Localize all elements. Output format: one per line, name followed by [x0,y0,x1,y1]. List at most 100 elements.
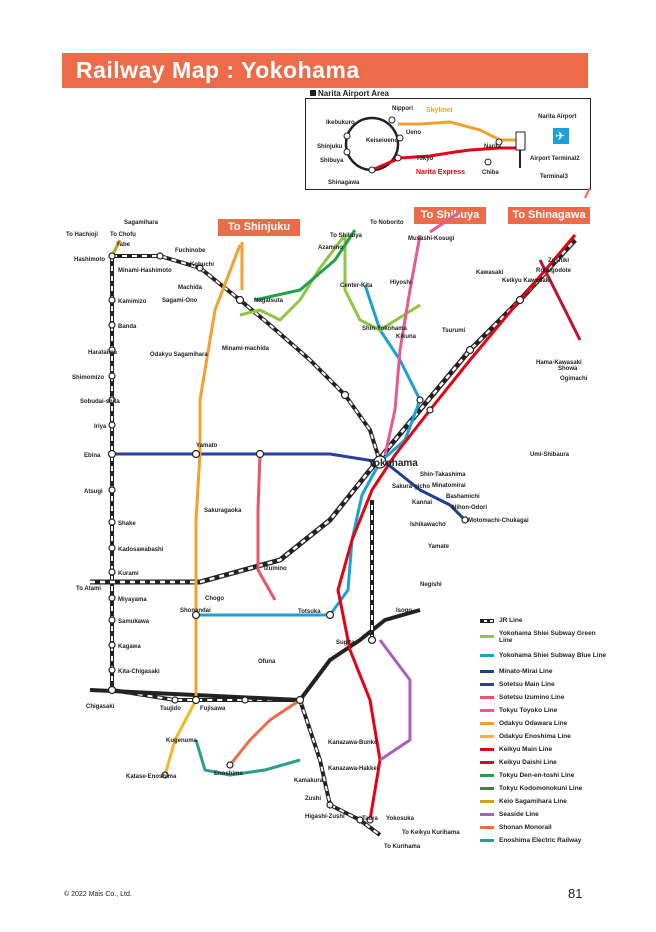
station-fuchinobe: Fuchinobe [175,248,206,254]
station-yokohama: Yokohama [368,458,418,469]
jr-sagami-chigasaki [110,256,300,702]
station-kamakura: Kamakura [294,778,324,784]
legend-swatch [480,635,494,638]
station-isogo: Isogo [396,608,412,614]
legend-swatch [480,813,494,816]
jr-tokaido-line [90,238,577,585]
legend-item: Shonan Monorail [480,821,610,834]
legend-item: Seaside Line [480,808,610,821]
sotetsu-izumino-line [256,453,277,601]
green-line [239,234,347,322]
station-samukawa: Samukawa [118,619,150,625]
station-ogimachi: Ogimachi [560,376,588,382]
station-kikuna: Kikuna [396,334,417,340]
inset-station-shinjuku: Shinjuku [317,144,343,150]
station-to-noborito: To Noborito [370,220,404,226]
narita-inset [305,98,591,190]
station-sugita: Sugita [336,640,355,646]
legend-item: Enoshima Electric Railway [480,834,610,847]
legend-swatch [480,800,494,803]
station-tsujido: Tsujido [160,706,181,712]
inset-station-narita-airport: Narita Airport [538,114,576,120]
legend-item: Sotetsu Izumino Line [480,691,610,704]
legend-item: Keikyu Main Line [480,743,610,756]
narita-express-label: Narita Express [416,169,465,176]
legend-label: Seaside Line [499,811,539,818]
to-shibuya-arrow [429,210,461,234]
legend-swatch [480,735,494,738]
enoshima-electric [194,739,301,777]
legend-item: Odakyu Odawara Line [480,717,610,730]
station-chogo: Chogo [205,596,224,602]
station-odakyu-sagamihara: Odakyu Sagamihara [150,352,208,358]
station-kanazawa-hakkei: Kanazawa-Hakkei [328,766,379,772]
legend-label: Odakyu Enoshima Line [499,733,571,740]
legend-swatch [480,774,494,777]
station-marker [343,132,351,140]
station-izumino: Izumino [264,566,287,572]
legend-swatch [480,618,494,623]
legend-item: Tokyu Kodomonokuni Line [480,782,610,795]
legend-swatch [480,787,494,790]
legend-swatch [480,826,494,829]
jr-dash [90,239,576,584]
to-shinjuku-box: To Shinjuku [218,219,300,236]
to-shibuya-box: To Shibuya [414,207,486,224]
rail-lines [89,187,591,837]
station-kamimizo: Kamimizo [118,299,147,305]
legend-item: JR Line [480,614,610,627]
station-yamato: Yamato [196,443,218,449]
station-miyayama: Miyayama [118,597,147,603]
inset-map: ✈ Nippori Ikebukuro Ueno Keiseiueno Shin… [317,106,580,186]
legend-label: Tokyu Kodomonokuni Line [499,785,583,792]
station-chofu: To Chofu [110,232,136,238]
svg-text:✈: ✈ [555,129,565,143]
station-umi-shibaura: Umi-Shibaura [530,452,570,458]
station-fujisawa: Fujisawa [200,706,226,712]
station-hashimoto: Hashimoto [74,257,105,263]
inset-station-chiba: Chiba [482,170,499,176]
station-shake: Shake [118,521,136,527]
copyright: © 2022 Mais Co., Ltd. [64,891,132,898]
skyliner-label: Skyliner [426,107,454,114]
station-azamino: Azamino [318,245,343,251]
legend-swatch [480,683,494,686]
inset-station-ueno: Ueno [406,130,421,136]
legend-label: Keikyu Main Line [499,746,553,753]
airplane-icon [553,128,569,144]
to-shinagawa-box: To Shinagawa [508,207,590,224]
station-musashi-kosugi: Musashi-Kosugi [408,236,455,242]
station-shin-yokohama: Shin-Yokohama [362,326,408,332]
toyoko-line [383,234,422,456]
legend-label: Keio Sagamihara Line [499,798,567,805]
legend-label: Odakyu Odawara Line [499,720,568,727]
station-kadosawa: Kadosawabashi [118,547,164,553]
station-tsurumi: Tsurumi [442,328,466,334]
page-title: Railway Map : Yokohama [62,53,588,88]
station-shonandai: Shonandai [180,608,211,614]
line-legend: JR Line Yokohama Shiei Subway Green Line… [480,614,610,847]
station-kagawa: Kagawa [118,644,141,650]
legend-swatch [480,839,494,842]
station-zushi: Zushi [305,796,321,802]
station-sobudai: Sobudai-shita [80,399,120,405]
station-to-shibuya: To Shibuya [330,233,363,239]
station-motomachi: Motomachi-Chukagai [468,518,529,524]
narita-express-line [371,146,520,172]
keikyu-main-line [336,234,577,821]
legend-swatch [480,761,494,764]
station-chigasaki: Chigasaki [86,704,115,710]
legend-label: Tokyu Toyoko Line [499,707,558,714]
station-enoshima: Enoshima [214,771,243,777]
station-sagami-ono: Sagami-Ono [162,298,198,304]
station-harataima: Harataima [88,350,118,356]
station-kobuchi: Kobuchi [190,262,214,268]
inset-label: Narita Airport Area [310,89,389,98]
station-marker [368,166,376,174]
jr-tokaido-south [89,608,421,702]
station-ofuna: Ofuna [258,659,276,665]
legend-item: Keio Sagamihara Line [480,795,610,808]
inset-station-ikebukuro: Ikebukuro [326,120,355,126]
legend-label: Sotetsu Izumino Line [499,694,565,701]
